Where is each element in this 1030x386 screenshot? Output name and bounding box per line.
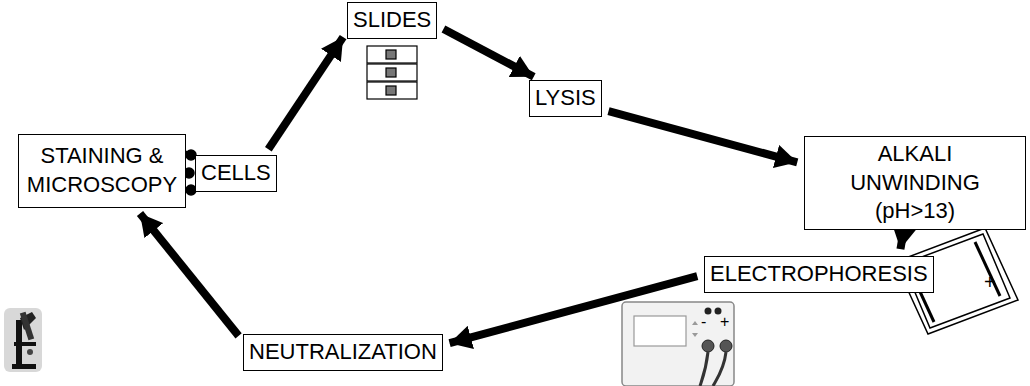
flow-arrow: [268, 37, 343, 149]
slides-box: SLIDES: [347, 2, 437, 39]
flow-arrow: [443, 29, 533, 77]
terminal-sign: -: [701, 314, 706, 330]
electrophoresis-box: ELECTROPHORESIS: [704, 256, 934, 293]
flow-arrow: [900, 237, 902, 249]
box-label: STAINING & MICROSCOPY: [24, 142, 180, 199]
box-label: NEUTRALIZATION: [249, 338, 437, 367]
unwinding-box: ALKALI UNWINDING (pH>13): [804, 136, 1026, 230]
staining-box: STAINING & MICROSCOPY: [18, 134, 186, 208]
box-label: LYSIS: [535, 84, 596, 113]
flow-arrow: [609, 111, 798, 162]
terminal-sign: +: [720, 314, 729, 330]
box-label: SLIDES: [353, 6, 431, 35]
slides-illustration: [367, 46, 417, 99]
microscope-icon: [4, 308, 42, 372]
box-label: ELECTROPHORESIS: [710, 260, 928, 289]
lysis-box: LYSIS: [529, 80, 602, 117]
flow-arrow: [450, 276, 698, 343]
box-label: ALKALI UNWINDING (pH>13): [810, 140, 1020, 226]
box-label: CELLS: [201, 159, 271, 188]
terminal-sign: +: [984, 272, 996, 292]
neutralization-box: NEUTRALIZATION: [243, 334, 443, 371]
flow-arrow: [140, 213, 239, 335]
power-supply: [622, 302, 734, 386]
cells-box: CELLS: [195, 155, 277, 192]
